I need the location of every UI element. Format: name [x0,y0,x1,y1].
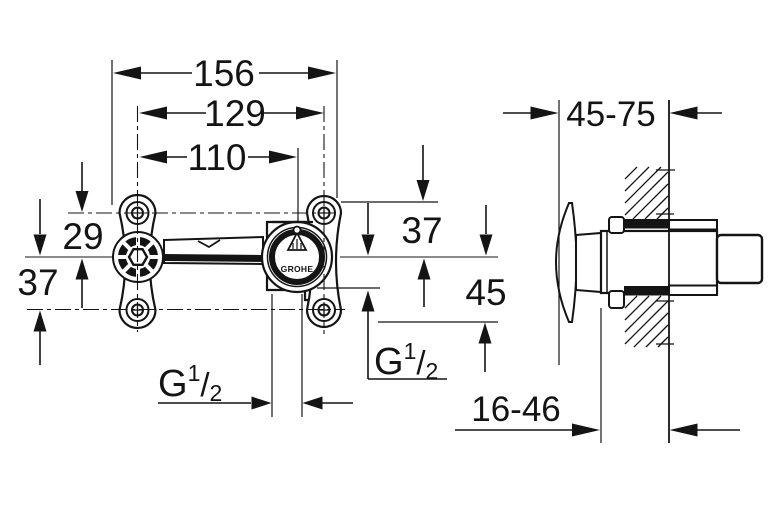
dim-label-45: 45 [465,272,506,313]
mixer-body-front [260,220,334,294]
dim-hole-to-center [139,150,297,164]
dim-side-outlet-thread [361,203,447,380]
plate-edge-behind-bottom [668,284,718,296]
body-cone [575,231,602,294]
wall-section-hatch [624,166,675,348]
dim-hole-spacing [139,106,324,120]
dim-wall-range [455,423,740,437]
dim-label-hole-to-center: 110 [188,137,247,178]
side-view [554,100,764,443]
front-view [112,193,343,330]
plate-edge-behind-top [668,219,718,231]
connecting-arm-band [164,254,263,262]
dim-label-37-left: 37 [17,262,58,303]
dimension-labels: 156 129 110 29 37 37 45 45-75 16-46 G1/2… [17,53,655,429]
thread-label-bottom-outlet: G1/2 [158,360,222,406]
plate-edge-bottom [624,286,669,296]
centerlines [25,106,498,334]
thread-label-side-outlet: G1/2 [374,338,438,384]
dim-45 [478,205,493,372]
dim-label-depth-range: 45-75 [566,95,656,134]
plate-edge-top [624,219,669,229]
dim-label-37-right: 37 [401,210,442,251]
dim-37-left [33,199,47,365]
flow-symbol-icon [286,225,308,251]
extension-lines [111,60,602,443]
dim-depth-range [503,106,722,120]
dim-label-29: 29 [62,216,103,257]
grohe-logo-text: GROHE [281,264,314,274]
dim-bottom-outlet-thread [158,396,353,410]
dim-label-overall-width: 156 [193,53,255,94]
dim-overall-width [113,66,336,80]
fixing-tab-bottom [608,290,625,309]
dim-label-wall-range: 16-46 [471,390,561,429]
body-housing [599,229,719,295]
dim-label-hole-spacing: 129 [204,93,266,134]
dim-37-right [416,145,431,307]
fixing-tab-top [608,216,625,234]
body-end-cap [715,233,764,285]
arm-notch-mark [197,239,221,249]
dimension-graphics [33,66,740,437]
dim-29 [75,162,89,308]
